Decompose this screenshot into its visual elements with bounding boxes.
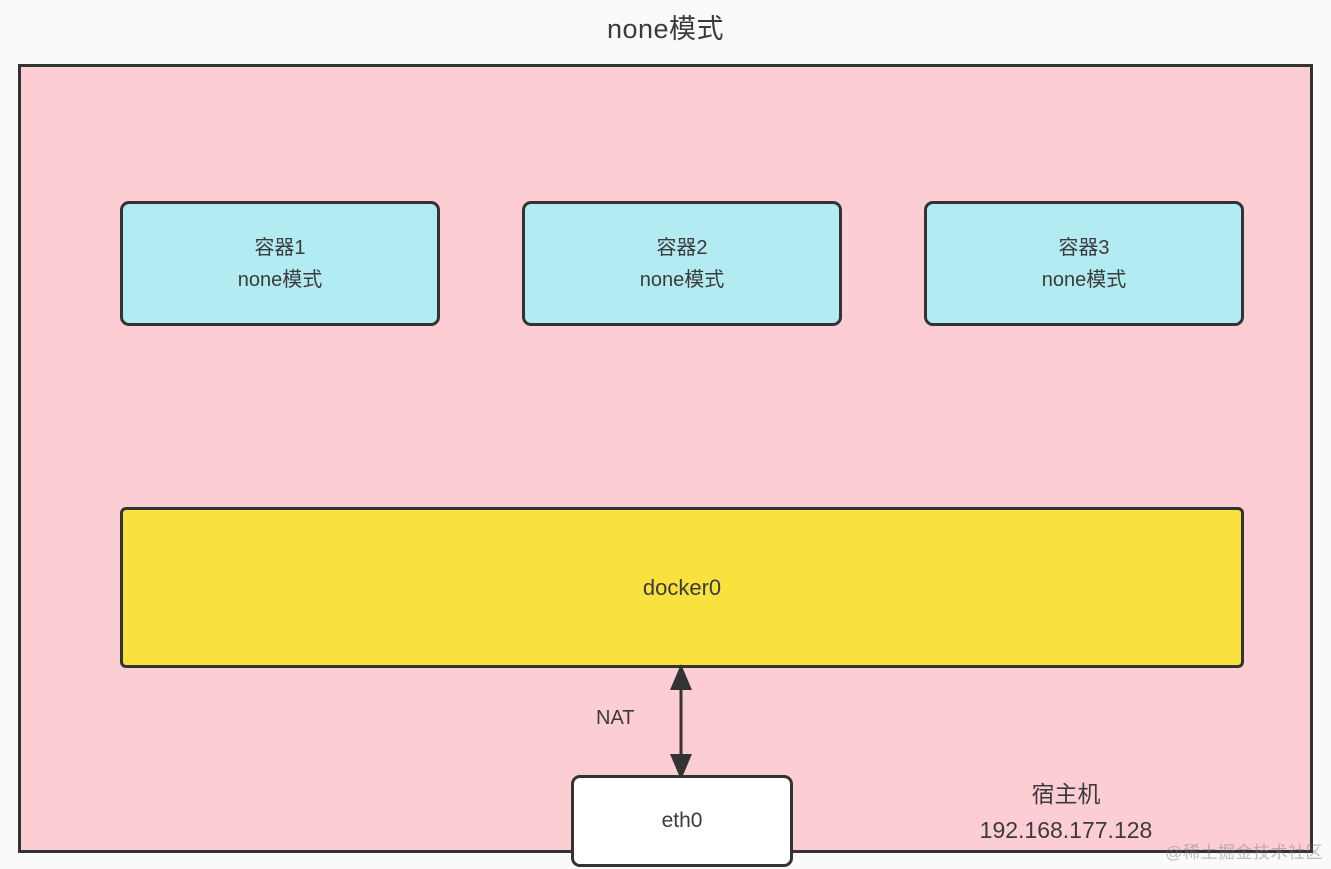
- container-1-mode: none模式: [237, 268, 323, 291]
- host-name-label: 宿主机: [1031, 781, 1101, 807]
- eth0-box: eth0: [571, 775, 793, 867]
- container-1-name: 容器1: [254, 236, 306, 259]
- eth0-label: eth0: [661, 809, 703, 832]
- host-caption: 宿主机 192.168.177.128: [901, 776, 1231, 848]
- container-box-1: 容器1 none模式: [120, 201, 440, 326]
- docker0-label: docker0: [642, 574, 722, 600]
- container-3-mode: none模式: [1041, 268, 1127, 291]
- container-2-name: 容器2: [656, 236, 708, 259]
- container-box-2: 容器2 none模式: [522, 201, 842, 326]
- container-box-3: 容器3 none模式: [924, 201, 1244, 326]
- docker0-bridge-box: docker0: [120, 507, 1244, 668]
- nat-label: NAT: [596, 707, 635, 729]
- host-machine-box: 容器1 none模式 容器2 none模式 容器3 none模式 docker0…: [18, 64, 1313, 867]
- nat-double-arrow-icon: [670, 664, 692, 780]
- container-2-mode: none模式: [639, 268, 725, 291]
- watermark: @稀土掘金技术社区: [1165, 843, 1323, 862]
- page-title: none模式: [606, 14, 725, 44]
- container-3-name: 容器3: [1058, 236, 1110, 259]
- host-ip-label: 192.168.177.128: [979, 817, 1153, 843]
